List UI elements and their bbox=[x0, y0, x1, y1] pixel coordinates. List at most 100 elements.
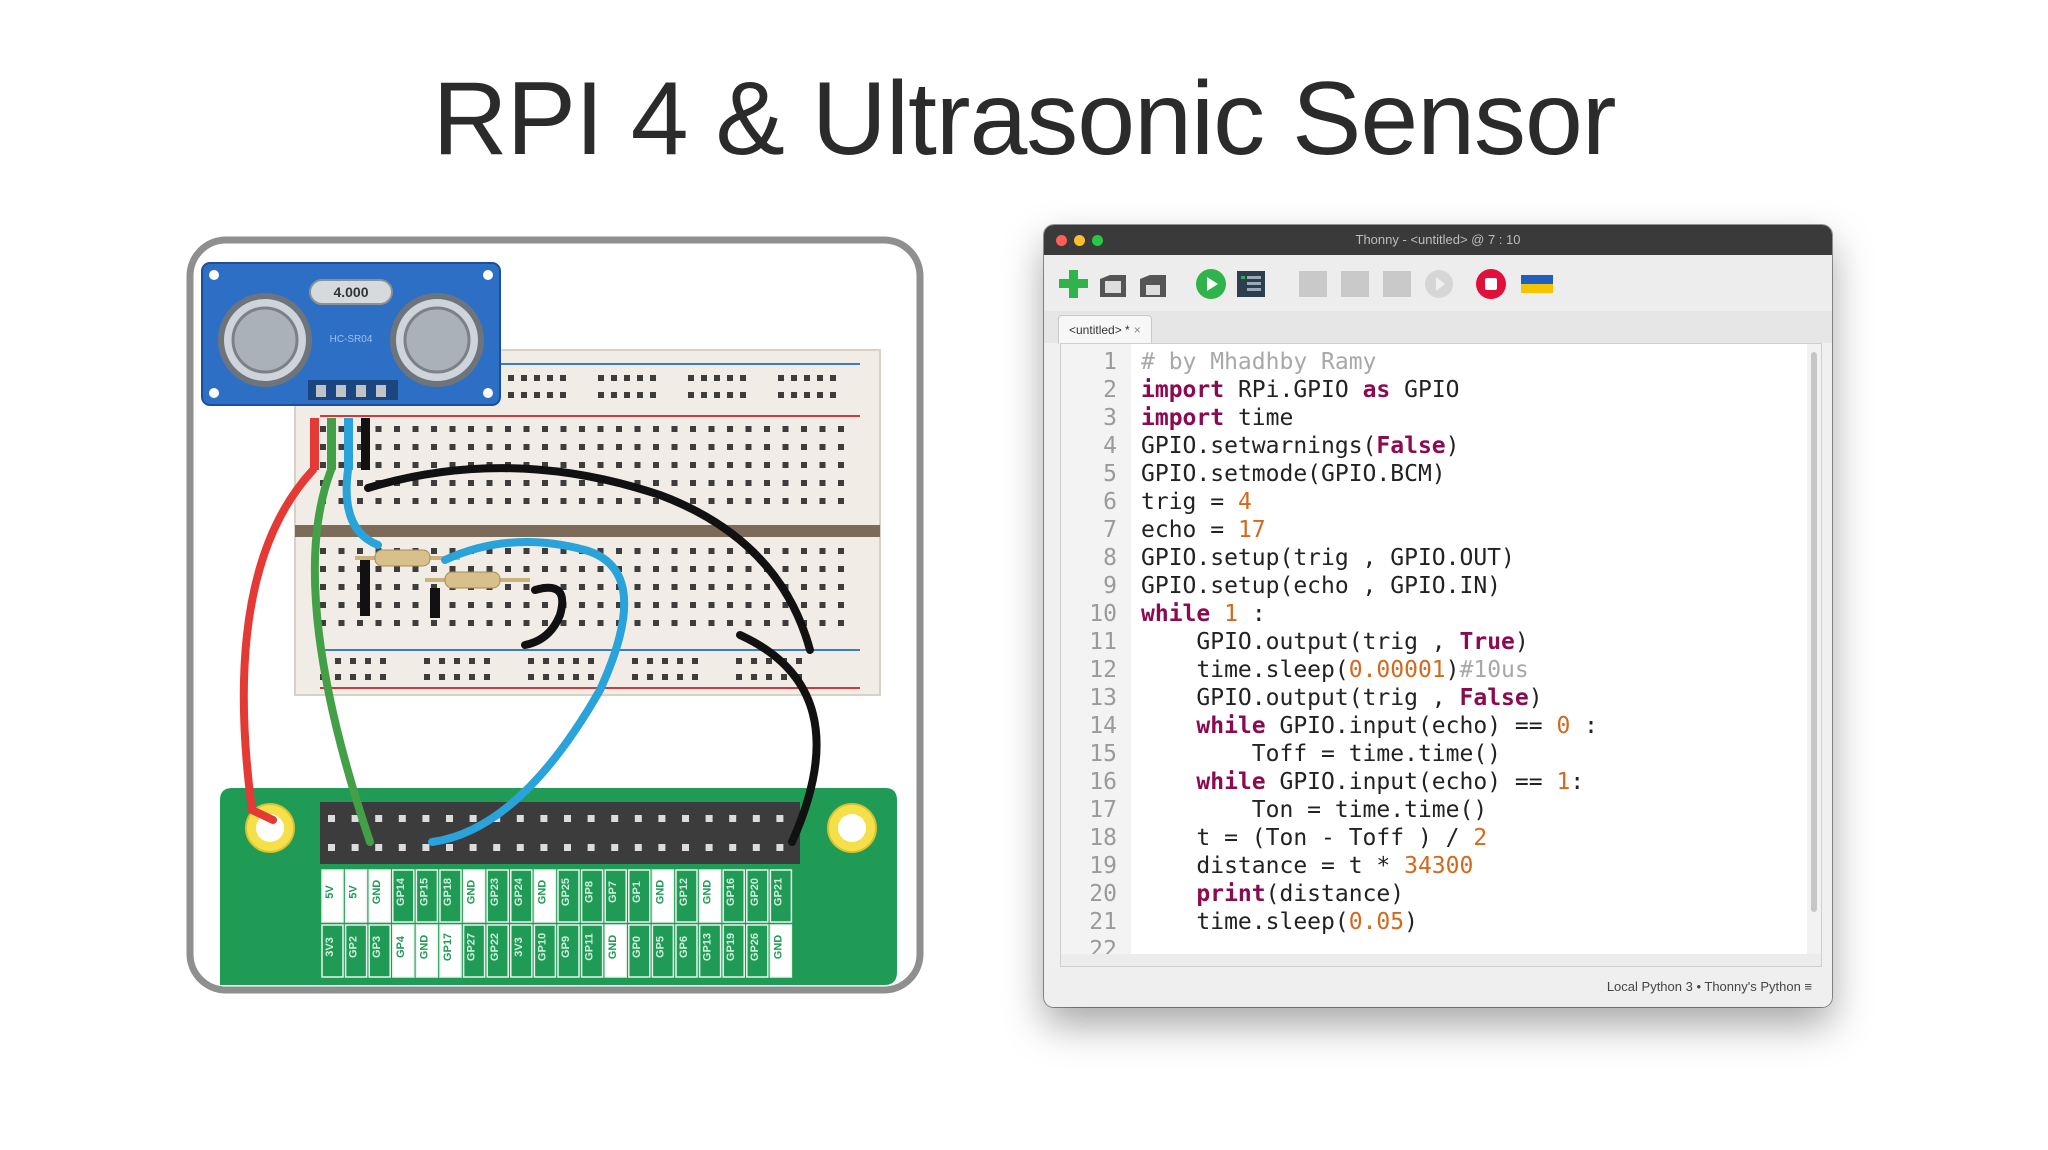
code-text: time.sleep(0.05) bbox=[1141, 908, 1418, 936]
code-line[interactable]: 12 time.sleep(0.00001)#10us bbox=[1061, 656, 1801, 684]
breadboard-hole bbox=[766, 674, 772, 680]
gpio-pin-label: GP20 bbox=[749, 878, 761, 906]
step-into-icon[interactable] bbox=[1338, 267, 1372, 301]
gpio-pin bbox=[446, 815, 453, 822]
gpio-pin bbox=[705, 815, 713, 822]
line-number: 6 bbox=[1103, 489, 1117, 515]
tab-close-icon[interactable]: × bbox=[1133, 323, 1141, 337]
code-line[interactable]: 1# by Mhadhby Ramy bbox=[1061, 348, 1801, 376]
breadboard-hole bbox=[357, 462, 363, 468]
breadboard-hole bbox=[486, 426, 493, 432]
breadboard-hole bbox=[727, 392, 733, 398]
line-number: 9 bbox=[1103, 573, 1117, 599]
breadboard-hole bbox=[394, 462, 400, 468]
code-line[interactable]: 15 Toff = time.time() bbox=[1061, 740, 1801, 768]
breadboard-hole bbox=[523, 584, 530, 590]
breadboard-hole bbox=[690, 444, 696, 450]
code-token: t = (Ton - Toff ) / bbox=[1141, 825, 1474, 851]
breadboard-hole bbox=[505, 444, 511, 450]
breadboard-hole bbox=[547, 375, 553, 381]
code-line[interactable]: 18 t = (Ton - Toff ) / 2 bbox=[1061, 824, 1801, 852]
code-line[interactable]: 19 distance = t * 34300 bbox=[1061, 852, 1801, 880]
code-line[interactable]: 17 Ton = time.time() bbox=[1061, 796, 1801, 824]
minimize-window-icon[interactable] bbox=[1074, 235, 1085, 246]
breadboard-hole bbox=[558, 674, 564, 680]
new-file-icon[interactable] bbox=[1056, 267, 1090, 301]
breadboard-hole bbox=[597, 566, 604, 572]
gpio-pin-label: GP6 bbox=[678, 936, 690, 958]
vertical-scrollbar[interactable] bbox=[1807, 344, 1821, 966]
flag-icon[interactable] bbox=[1520, 267, 1554, 301]
breadboard-hole bbox=[449, 602, 456, 608]
code-line[interactable]: 13 GPIO.output(trig , False) bbox=[1061, 684, 1801, 712]
horizontal-scrollbar[interactable] bbox=[1061, 954, 1821, 966]
code-line[interactable]: 14 while GPIO.input(echo) == 0 : bbox=[1061, 712, 1801, 740]
step-out-icon[interactable] bbox=[1380, 267, 1414, 301]
breadboard-hole bbox=[688, 392, 694, 398]
breadboard-hole bbox=[781, 674, 787, 680]
code-line[interactable]: 16 while GPIO.input(echo) == 1: bbox=[1061, 768, 1801, 796]
breadboard-hole bbox=[486, 444, 493, 450]
code-token: while bbox=[1196, 769, 1266, 795]
code-token: GPIO.input(echo) == bbox=[1265, 769, 1557, 795]
code-line[interactable]: 21 time.sleep(0.05) bbox=[1061, 908, 1801, 936]
breadboard-hole bbox=[412, 480, 419, 486]
code-token: GPIO bbox=[1390, 377, 1460, 403]
gpio-pin bbox=[398, 815, 406, 822]
gpio-label-box bbox=[769, 924, 793, 978]
breadboard-hole bbox=[727, 480, 733, 486]
blue-wire-short bbox=[342, 466, 382, 549]
breadboard-hole bbox=[394, 498, 400, 504]
tab-untitled[interactable]: <untitled> *× bbox=[1058, 315, 1152, 344]
breadboard-hole bbox=[523, 480, 530, 486]
breadboard-hole bbox=[616, 426, 622, 432]
breadboard-hole bbox=[588, 674, 594, 680]
code-text: GPIO.setwarnings(False) bbox=[1141, 432, 1460, 460]
breadboard-hole bbox=[838, 548, 844, 554]
breadboard-hole bbox=[782, 498, 789, 504]
gpio-label-box bbox=[557, 869, 580, 923]
breadboard-hole bbox=[782, 444, 789, 450]
run-icon[interactable] bbox=[1194, 267, 1228, 301]
breadboard-hole bbox=[751, 658, 757, 664]
breadboard-hole bbox=[819, 548, 826, 554]
breadboard-hole bbox=[573, 674, 579, 680]
step-over-icon[interactable] bbox=[1296, 267, 1330, 301]
stop-icon[interactable] bbox=[1474, 267, 1508, 301]
code-token: : bbox=[1570, 769, 1585, 795]
breadboard-hole bbox=[412, 620, 419, 626]
breadboard-hole bbox=[801, 602, 807, 608]
save-file-icon[interactable] bbox=[1136, 267, 1170, 301]
gpio-pin bbox=[634, 815, 642, 822]
breadboard-hole bbox=[647, 674, 653, 680]
breadboard-hole bbox=[714, 375, 720, 381]
gpio-pin bbox=[422, 844, 430, 851]
interpreter-status[interactable]: Local Python 3 • Thonny's Python ≡ bbox=[1606, 979, 1812, 994]
open-file-icon[interactable] bbox=[1096, 267, 1130, 301]
breadboard-hole bbox=[365, 674, 371, 680]
resume-icon[interactable] bbox=[1422, 267, 1456, 301]
debug-icon[interactable] bbox=[1234, 267, 1268, 301]
breadboard-hole bbox=[764, 462, 770, 468]
code-line[interactable]: 20 print(distance) bbox=[1061, 880, 1801, 908]
breadboard-hole bbox=[523, 498, 530, 504]
close-window-icon[interactable] bbox=[1056, 235, 1067, 246]
code-token: Toff = time.time() bbox=[1141, 741, 1502, 767]
scrollbar-thumb[interactable] bbox=[1811, 352, 1817, 912]
gpio-label-box bbox=[462, 924, 486, 978]
code-line[interactable]: 11 GPIO.output(trig , True) bbox=[1061, 628, 1801, 656]
zoom-window-icon[interactable] bbox=[1092, 235, 1103, 246]
breadboard-hole bbox=[338, 620, 345, 626]
breadboard-hole bbox=[692, 674, 698, 680]
